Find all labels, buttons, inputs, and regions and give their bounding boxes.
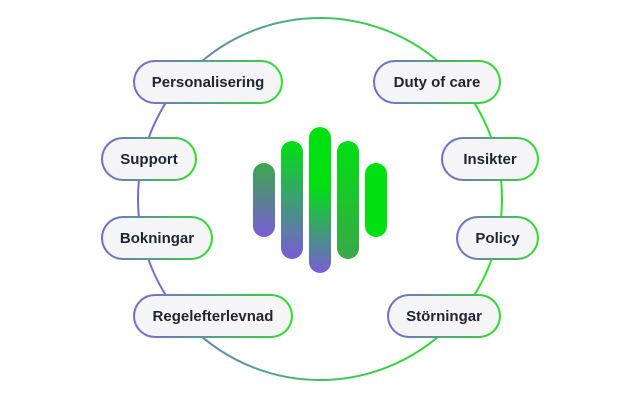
waveform-bar: [281, 141, 303, 259]
node-label: Policy: [475, 229, 520, 247]
waveform-bar: [309, 127, 331, 273]
node-label: Regelefterlevnad: [152, 307, 274, 325]
node-duty-of-care: Duty of care: [373, 60, 501, 104]
node-label: Bokningar: [119, 229, 195, 247]
waveform-bar: [337, 141, 359, 259]
waveform-bar: [365, 163, 387, 237]
node-label: Duty of care: [393, 73, 481, 91]
node-personalisering: Personalisering: [133, 60, 283, 104]
node-regelefterlevnad: Regelefterlevnad: [133, 294, 293, 338]
node-bokningar: Bokningar: [101, 216, 213, 260]
node-label: Personalisering: [151, 73, 265, 91]
node-label: Support: [120, 150, 178, 168]
node-policy: Policy: [456, 216, 539, 260]
waveform-bar: [253, 163, 275, 237]
node-insikter: Insikter: [441, 137, 539, 181]
node-label: Störningar: [406, 307, 482, 325]
node-storningar: Störningar: [387, 294, 501, 338]
node-label: Insikter: [463, 150, 517, 168]
node-support: Support: [101, 137, 197, 181]
